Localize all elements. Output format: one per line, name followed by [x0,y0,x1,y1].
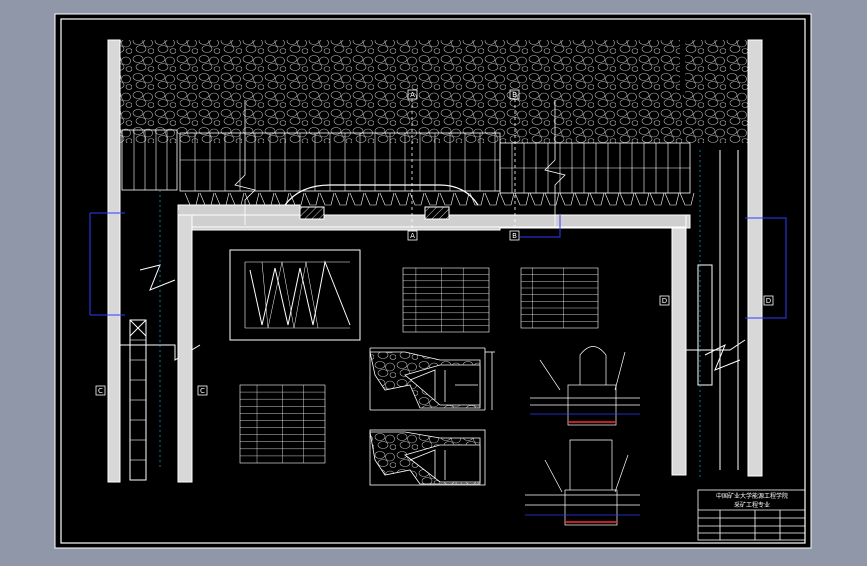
marker-b-bottom: B [512,232,517,240]
marker-a-bottom: A [410,232,415,240]
title-block-project: 采矿工程专业 [734,501,770,509]
main-roadway [177,184,691,231]
drawing-border [60,18,806,544]
section-markers [95,89,774,396]
marker-c-left: C [98,387,103,395]
section-marker-labels: A B A B C C D D [98,91,771,395]
left-shaft [107,39,201,483]
support-row-shields [133,130,695,206]
panel-periodic-pressure-chart [229,249,361,341]
panel-cross-section-upper [369,347,495,411]
dimension-lines [89,150,787,480]
panel-table-specs [520,267,599,329]
panel-support-detail-lower [525,439,640,526]
marker-d-left: D [662,297,667,305]
marker-d-right: D [766,297,771,305]
title-block [697,489,806,541]
marker-c-right: C [200,387,205,395]
panel-cross-section-lower [369,429,486,486]
marker-a-top: A [410,91,415,99]
panel-support-detail-upper [530,346,640,426]
title-block-org: 中国矿业大学能源工程学院 [716,492,788,500]
marker-b-top: B [512,91,517,99]
break-lines [234,100,566,228]
right-shaft [671,39,763,477]
rock-strata [120,40,750,143]
